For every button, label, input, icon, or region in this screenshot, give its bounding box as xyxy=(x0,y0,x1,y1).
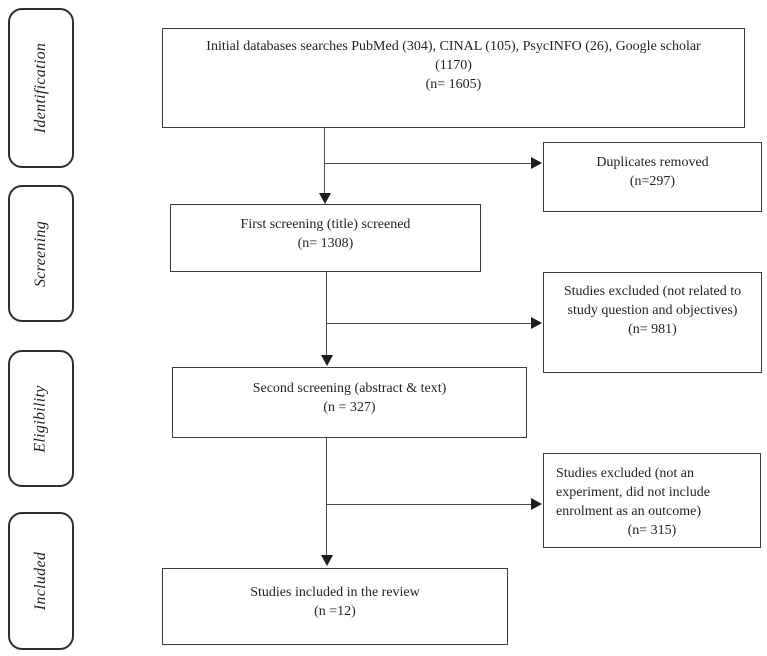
box-duplicates-removed-count: (n=297) xyxy=(629,174,676,190)
box-initial-search: Initial databases searches PubMed (304),… xyxy=(162,28,745,128)
box-second-screening-count: (n = 327) xyxy=(323,400,376,416)
box-excluded-abstract-line2: experiment, did not include xyxy=(556,485,710,501)
stage-screening: Screening xyxy=(8,185,74,322)
box-excluded-abstract-stage: Studies excluded (not an experiment, did… xyxy=(543,453,761,548)
connector-horizontal-2 xyxy=(326,322,532,324)
box-studies-included-line1: Studies included in the review xyxy=(250,585,420,600)
stage-identification-label: Identification xyxy=(32,42,49,134)
box-excluded-title-count: (n= 981) xyxy=(628,322,677,338)
connector-vertical-1 xyxy=(323,128,325,194)
box-first-screening-count: (n= 1308) xyxy=(297,236,354,252)
connector-vertical-2 xyxy=(325,272,327,356)
arrow-down-icon-1 xyxy=(318,193,331,204)
stage-screening-label: Screening xyxy=(32,220,49,287)
box-studies-included-count: (n =12) xyxy=(314,604,356,620)
box-duplicates-removed-line1: Duplicates removed xyxy=(596,155,709,170)
box-excluded-abstract-line3: enrolment as an outcome) xyxy=(556,504,702,520)
box-second-screening-line1: Second screening (abstract & text) xyxy=(252,381,447,396)
box-excluded-abstract-count: (n= 315) xyxy=(627,523,677,539)
box-duplicates-removed: Duplicates removed (n=297) xyxy=(543,142,762,212)
box-excluded-title-stage: Studies excluded (not related to study q… xyxy=(543,272,762,373)
box-first-screening-line1: First screening (title) screened xyxy=(240,217,411,232)
stage-eligibility-label: Eligibility xyxy=(32,384,50,453)
box-initial-search-count: (n= 1605) xyxy=(425,77,482,93)
box-second-screening: Second screening (abstract & text) (n = … xyxy=(172,367,527,438)
connector-horizontal-1 xyxy=(324,162,532,164)
box-excluded-abstract-line1: Studies excluded (not an xyxy=(556,466,695,481)
box-excluded-title-line2: study question and objectives) xyxy=(567,303,738,319)
arrow-right-icon-2 xyxy=(531,317,542,329)
box-initial-search-line1: Initial databases searches PubMed (304),… xyxy=(206,39,701,54)
stage-included-label: Included xyxy=(31,551,49,611)
stage-identification: Identification xyxy=(8,8,74,168)
box-initial-search-line2: (1170) xyxy=(435,58,472,74)
connector-vertical-3 xyxy=(325,438,327,556)
box-excluded-title-line1: Studies excluded (not related to xyxy=(563,284,742,299)
arrow-right-icon-1 xyxy=(531,157,542,169)
connector-horizontal-3 xyxy=(326,503,532,505)
box-first-screening: First screening (title) screened (n= 130… xyxy=(170,204,481,272)
arrow-right-icon-3 xyxy=(531,498,542,510)
stage-eligibility: Eligibility xyxy=(8,350,74,487)
arrow-down-icon-3 xyxy=(320,555,333,566)
stage-included: Included xyxy=(8,512,74,650)
arrow-down-icon-2 xyxy=(320,355,333,366)
box-studies-included: Studies included in the review (n =12) xyxy=(162,568,508,645)
